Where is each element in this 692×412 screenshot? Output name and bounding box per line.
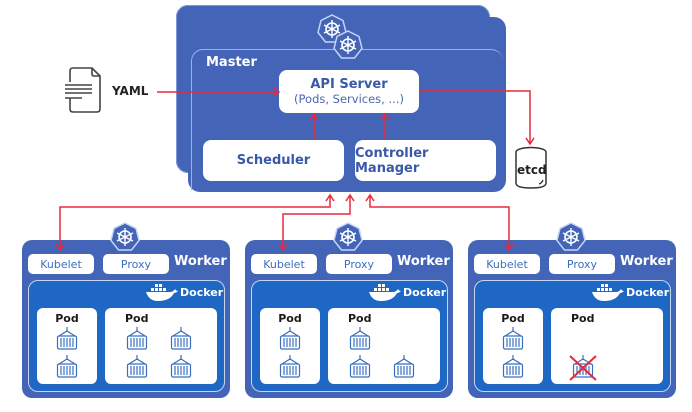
kubelet-label: Kubelet — [40, 257, 82, 271]
kubelet-label: Kubelet — [263, 257, 305, 271]
proxy-box[interactable]: Proxy — [103, 254, 169, 274]
pod-label: Pod — [278, 312, 302, 325]
container-icon — [349, 327, 371, 350]
api-to-etcd-arrow — [419, 90, 531, 144]
container-icon — [279, 327, 301, 350]
scheduler-box[interactable]: Scheduler — [203, 140, 344, 181]
proxy-label: Proxy — [343, 257, 375, 271]
yaml-label: YAML — [112, 84, 149, 98]
container-icon — [170, 327, 192, 350]
worker-label: Worker — [620, 254, 673, 269]
docker-label: Docker — [626, 286, 670, 299]
pod-label: Pod — [348, 312, 372, 325]
scheduler-label: Scheduler — [236, 153, 311, 168]
docker-whale-icon — [369, 284, 401, 301]
kubelet-box[interactable]: Kubelet — [251, 254, 317, 274]
etcd-label: etcd — [517, 163, 547, 177]
failed-container-cross-icon — [569, 355, 597, 381]
kubelet-box[interactable]: Kubelet — [28, 254, 94, 274]
proxy-box[interactable]: Proxy — [326, 254, 392, 274]
pod[interactable] — [551, 308, 663, 384]
container-icon — [502, 327, 524, 350]
proxy-label: Proxy — [120, 257, 152, 271]
container-icon — [56, 355, 78, 378]
etcd-database-icon — [515, 146, 547, 189]
worker-label: Worker — [397, 254, 450, 269]
container-icon — [279, 355, 301, 378]
controller-manager-label: Controller Manager — [355, 145, 429, 176]
worker-label: Worker — [174, 254, 227, 269]
api-server-subtitle: (Pods, Services, ...) — [294, 92, 404, 106]
api-server-box[interactable]: API Server (Pods, Services, ...) — [279, 70, 419, 113]
yaml-document-icon — [65, 67, 101, 113]
container-icon — [56, 327, 78, 350]
pod[interactable] — [105, 308, 217, 384]
worker1-kubelet-arrow — [59, 195, 331, 250]
pod[interactable] — [328, 308, 440, 384]
docker-whale-icon — [146, 284, 178, 301]
pod-label: Pod — [571, 312, 595, 325]
pod-label: Pod — [125, 312, 149, 325]
worker3-kubelet-arrow — [369, 195, 510, 250]
pod-label: Pod — [501, 312, 525, 325]
kubelet-box[interactable]: Kubelet — [474, 254, 540, 274]
container-icon — [349, 355, 371, 378]
kubernetes-logo-icon — [110, 222, 140, 251]
worker2-kubelet-arrow — [282, 195, 351, 250]
kubernetes-logo-icon — [556, 222, 586, 251]
container-icon — [393, 355, 415, 378]
docker-whale-icon — [592, 284, 624, 301]
container-icon — [170, 355, 192, 378]
kubernetes-logo-icon — [333, 30, 363, 59]
kubelet-label: Kubelet — [486, 257, 528, 271]
docker-label: Docker — [180, 286, 224, 299]
pod-label: Pod — [55, 312, 79, 325]
docker-label: Docker — [403, 286, 447, 299]
master-label: Master — [206, 55, 257, 70]
proxy-label: Proxy — [566, 257, 598, 271]
container-icon — [502, 355, 524, 378]
container-icon — [126, 355, 148, 378]
controller-manager-box[interactable]: Controller Manager — [355, 140, 496, 181]
api-server-title: API Server — [310, 77, 388, 92]
proxy-box[interactable]: Proxy — [549, 254, 615, 274]
kubernetes-logo-icon — [333, 222, 363, 251]
container-icon — [126, 327, 148, 350]
